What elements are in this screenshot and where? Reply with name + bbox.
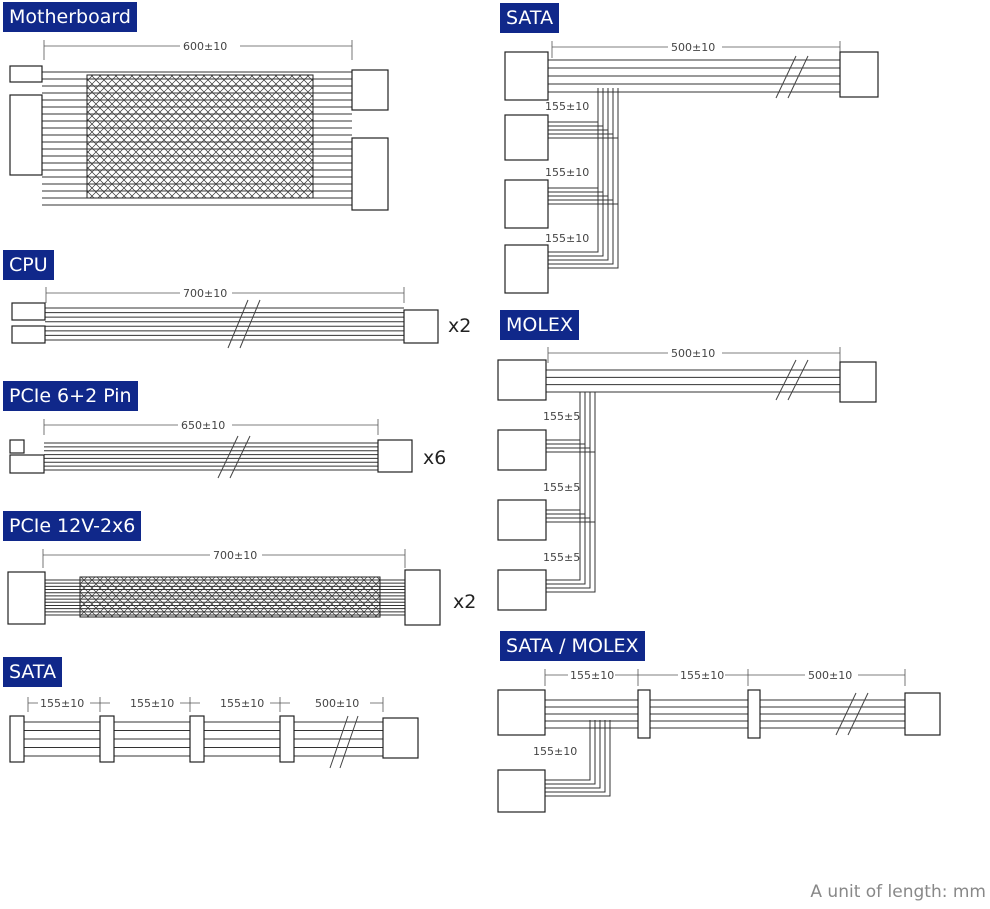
dim-label: 600±10 [183, 40, 227, 53]
sata-right-title: SATA [500, 3, 560, 33]
sata-molex-cable: 155±10 155±10 500±10 155±10 [497, 669, 941, 813]
dim-label: 155±10 [545, 232, 589, 245]
dim-label: 155±10 [680, 669, 724, 682]
connector [189, 715, 205, 763]
sleeve-mesh [79, 576, 381, 618]
molex-title: MOLEX [500, 310, 579, 340]
connector [497, 499, 547, 541]
branch-wire [546, 392, 581, 581]
connector [403, 309, 439, 344]
connector [497, 569, 547, 611]
connector [637, 689, 651, 739]
multiplier: x6 [423, 447, 446, 469]
branch-wire [548, 88, 599, 253]
connector [497, 769, 546, 813]
pcie62-title: PCIe 6+2 Pin [3, 381, 138, 411]
dim-label: 155±10 [570, 669, 614, 682]
connector [504, 244, 549, 294]
connector [504, 179, 549, 229]
dim-label: 155±5 [543, 410, 580, 423]
cpu-title: CPU [3, 250, 54, 280]
dim-label: 500±10 [808, 669, 852, 682]
pcie12v-title: PCIe 12V-2x6 [3, 511, 142, 541]
dim-label: 500±10 [315, 697, 359, 710]
connector [11, 325, 46, 344]
motherboard-cable: 600±10 [9, 40, 389, 211]
connector [9, 94, 43, 176]
connector [497, 689, 546, 736]
multiplier: x2 [448, 315, 471, 337]
dim-label: 650±10 [181, 419, 225, 432]
connector [9, 439, 25, 454]
dim-label: 155±10 [130, 697, 174, 710]
connector [747, 689, 761, 739]
sata-bottom-cable: 155±10 155±10 155±10 500±10 [9, 697, 419, 769]
dim-label: 155±10 [545, 166, 589, 179]
connector [9, 715, 25, 763]
sleeve-mesh [86, 74, 314, 199]
connector [839, 361, 877, 403]
connector [279, 715, 295, 763]
connector [99, 715, 115, 763]
cpu-cable: 700±10 x2 [11, 287, 471, 349]
dim-label: 155±5 [543, 551, 580, 564]
connector [382, 717, 419, 759]
dim-label: 155±10 [545, 100, 589, 113]
branch-wire [545, 720, 606, 793]
branch-wire [548, 88, 614, 265]
unit-note: A unit of length: mm [810, 882, 986, 902]
multiplier: x2 [453, 591, 476, 613]
dim-label: 155±10 [40, 697, 84, 710]
connector [377, 439, 413, 473]
branch-wire [546, 392, 586, 585]
pcie12v-cable: 700±10 x2 [7, 549, 476, 626]
branch-wire [545, 720, 591, 781]
dim-label: 700±10 [183, 287, 227, 300]
connector [497, 429, 547, 471]
connector [404, 569, 441, 626]
dim-label: 700±10 [213, 549, 257, 562]
connector [904, 692, 941, 736]
dim-label: 155±10 [220, 697, 264, 710]
connector [9, 65, 43, 83]
dim-label: 500±10 [671, 41, 715, 54]
sata-molex-title: SATA / MOLEX [500, 631, 645, 661]
dim-label: 500±10 [671, 347, 715, 360]
sata-right-cable: 500±10 155±10 155±10 155±10 [504, 41, 879, 294]
connector [497, 359, 547, 401]
connector [504, 114, 549, 161]
branch-wire [545, 720, 611, 797]
connector [351, 137, 389, 211]
pcie62-cable: 650±10 x6 [9, 419, 446, 479]
branch-wire [548, 88, 604, 257]
dim-label: 155±10 [533, 745, 577, 758]
molex-cable: 500±10 155±5 155±5 155±5 [497, 347, 877, 611]
connector [9, 454, 45, 474]
sata-bottom-title: SATA [3, 657, 63, 687]
branch-wire [546, 392, 591, 589]
branch-wire [545, 720, 601, 789]
motherboard-title: Motherboard [3, 2, 137, 32]
connector [11, 302, 46, 321]
branch-wire [548, 88, 609, 261]
connector [351, 69, 389, 111]
branch-wire [548, 88, 619, 269]
branch-wire [546, 392, 596, 593]
dim-label: 155±5 [543, 481, 580, 494]
branch-wire [545, 720, 596, 785]
connector [7, 571, 46, 625]
connector [839, 51, 879, 98]
connector [504, 51, 549, 101]
